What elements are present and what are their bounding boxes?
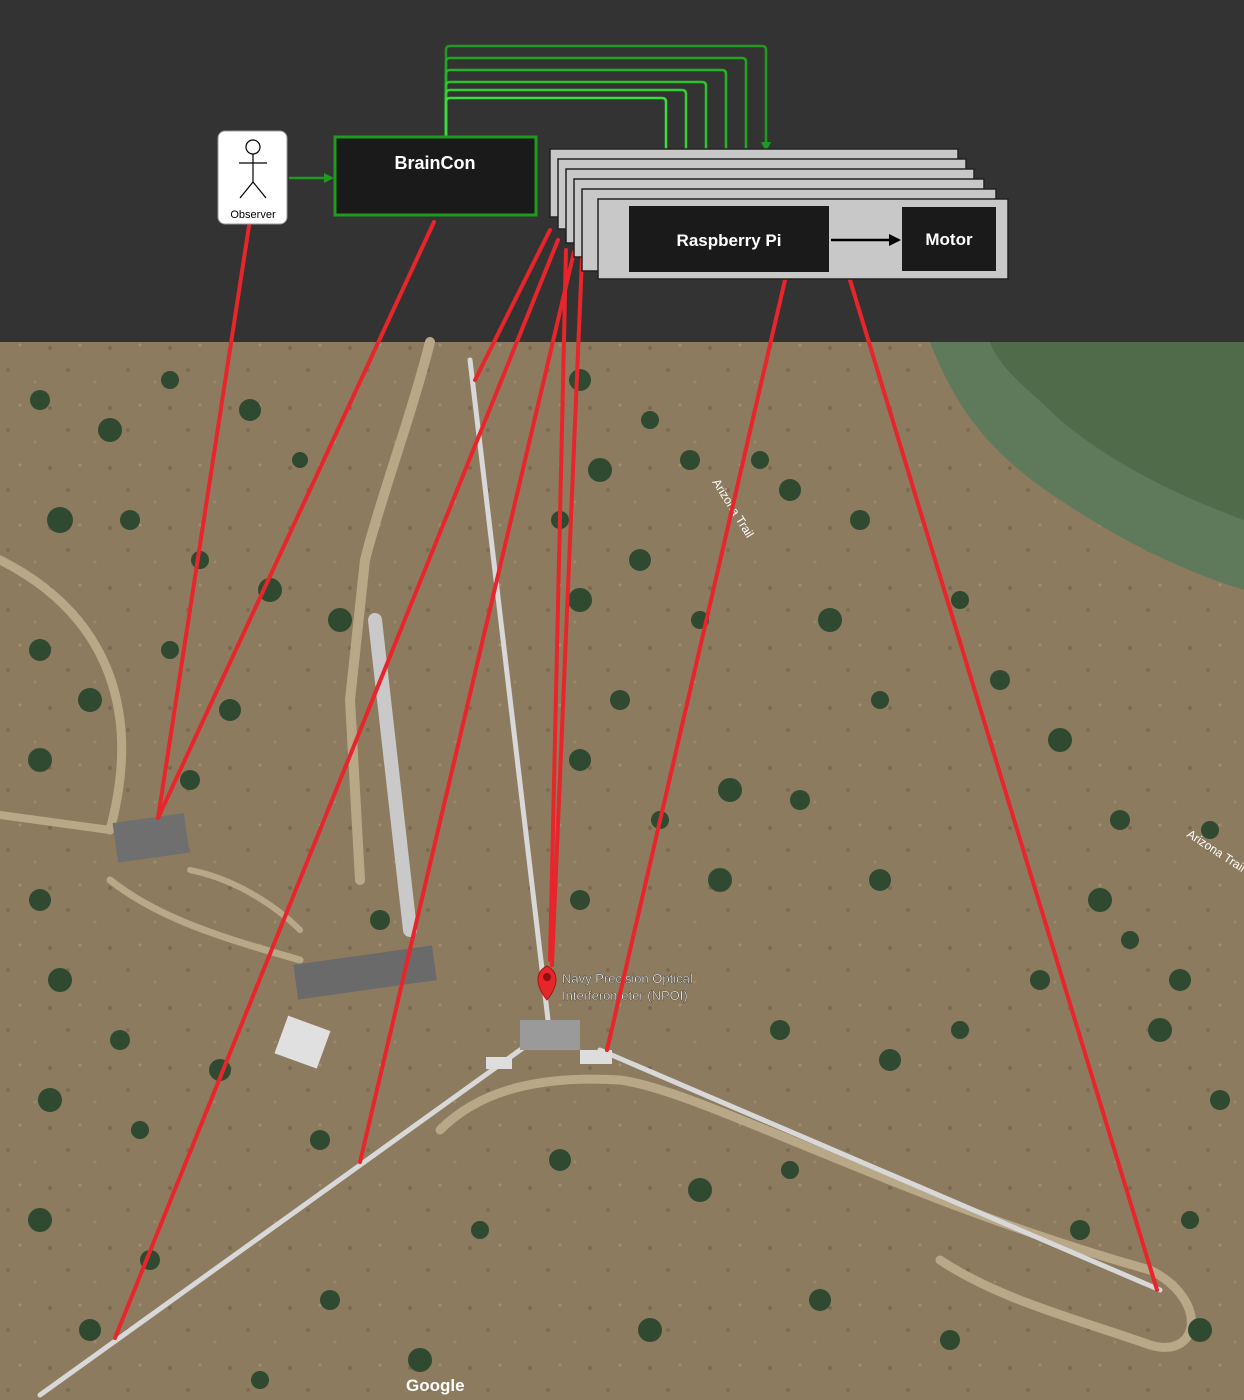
connector-stack-5 bbox=[550, 256, 584, 967]
observer-node[interactable]: Observer bbox=[217, 130, 288, 225]
wire-2 bbox=[444, 56, 751, 162]
connector-stack-1 bbox=[473, 228, 552, 382]
map-roads bbox=[0, 337, 1196, 1352]
google-attribution: Google bbox=[406, 1376, 465, 1395]
motor-node[interactable]: Motor bbox=[902, 207, 996, 271]
connector-stack-3 bbox=[548, 248, 568, 962]
map-trees bbox=[28, 369, 1230, 1389]
device-stack[interactable]: Raspberry Pi Motor bbox=[549, 148, 1009, 280]
wire-6 bbox=[444, 96, 671, 206]
map-wetland-inner bbox=[990, 342, 1244, 520]
red-connectors bbox=[113, 220, 1159, 1340]
wire-3 bbox=[444, 68, 731, 172]
connector-braincon bbox=[156, 220, 436, 820]
connector-motor bbox=[848, 278, 1159, 1292]
map-buildings bbox=[112, 813, 612, 1069]
wire-4 bbox=[444, 80, 711, 184]
observer-label: Observer bbox=[230, 209, 276, 221]
raspberry-pi-label: Raspberry Pi bbox=[677, 231, 782, 250]
npoi-label-line1: Navy Precision Optical bbox=[562, 971, 693, 986]
map-pin-icon[interactable] bbox=[537, 965, 557, 1001]
stick-figure-icon bbox=[239, 139, 267, 199]
connector-stack-2 bbox=[113, 238, 560, 1340]
raspberry-pi-node[interactable]: Raspberry Pi bbox=[629, 206, 829, 272]
motor-label: Motor bbox=[925, 230, 973, 249]
wire-1 bbox=[444, 44, 771, 152]
npoi-arms bbox=[37, 357, 1163, 1398]
wire-5 bbox=[444, 88, 691, 194]
npoi-label-line2: Interferometer (NPOI) bbox=[562, 988, 688, 1003]
satellite-map[interactable]: Arizona Trail Arizona Trail Navy Precisi… bbox=[0, 337, 1244, 1400]
green-wiring bbox=[444, 44, 771, 206]
map-ground bbox=[0, 342, 1244, 1400]
connector-observer bbox=[156, 224, 251, 820]
connector-raspberry-pi bbox=[605, 278, 787, 1052]
braincon-node[interactable]: BrainCon bbox=[333, 135, 538, 217]
connector-stack-4 bbox=[358, 250, 576, 1164]
braincon-label: BrainCon bbox=[395, 153, 476, 173]
